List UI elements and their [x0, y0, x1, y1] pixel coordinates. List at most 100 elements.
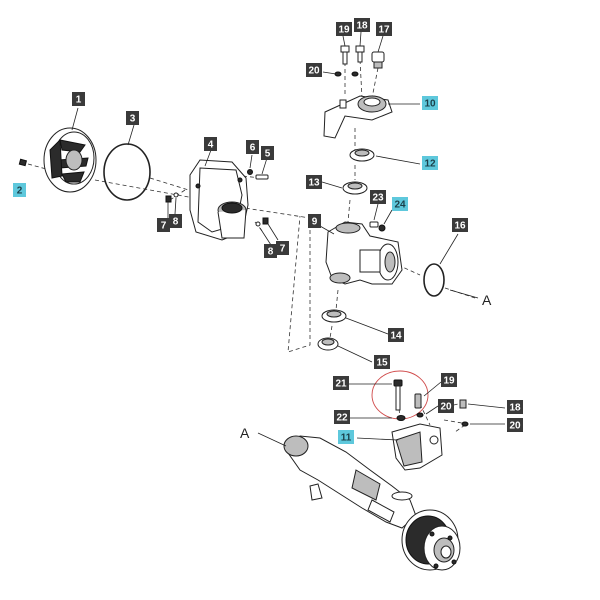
- bearing-12: [349, 148, 375, 162]
- callout-box: [388, 328, 404, 342]
- assembly-line: [94, 179, 206, 201]
- callout-c14: 14: [388, 328, 404, 342]
- washers-20-top: [334, 71, 359, 77]
- callout-number: 9: [312, 217, 318, 228]
- callout-number: 22: [336, 413, 348, 424]
- callout-number: 24: [394, 200, 406, 211]
- washer-20-right: [461, 421, 469, 427]
- callout-box: [422, 96, 438, 110]
- bolt-2: [18, 158, 28, 167]
- bearing-14: [321, 309, 347, 323]
- callout-number: 20: [308, 66, 320, 77]
- callout-number: 20: [440, 402, 452, 413]
- callout-box: [306, 175, 322, 189]
- callout-c7b: 7: [276, 241, 289, 255]
- callout-box: [370, 190, 386, 204]
- callout-box: [204, 137, 217, 151]
- callout-box: [452, 218, 468, 232]
- o-ring-16: [423, 263, 445, 297]
- callout-c20c: 20: [507, 418, 523, 432]
- callout-box: [169, 214, 182, 228]
- callout-number: 1: [76, 95, 82, 106]
- callout-c3: 3: [126, 111, 139, 125]
- reference-a-left: A: [240, 425, 250, 441]
- assembly-line: [224, 204, 311, 353]
- callout-c21: 21: [333, 376, 349, 390]
- assembly-line: [371, 67, 379, 99]
- callout-box: [157, 218, 170, 232]
- bracket-11: [391, 423, 443, 471]
- callout-number: 12: [424, 159, 436, 170]
- callout-box: [276, 241, 289, 255]
- callout-number: 7: [161, 221, 167, 232]
- axle-housing: [283, 435, 417, 529]
- callout-c18a: 18: [354, 18, 370, 32]
- housing-4: [189, 159, 249, 241]
- bolt-19-low: [414, 393, 422, 409]
- callout-box: [246, 140, 259, 154]
- washer-8b: [255, 221, 261, 227]
- callout-box: [354, 18, 370, 32]
- callout-c9: 9: [308, 214, 321, 228]
- callout-c18b: 18: [507, 400, 523, 414]
- callout-number: 10: [424, 99, 436, 110]
- callout-box: [72, 92, 85, 106]
- callout-box: [441, 373, 457, 387]
- assembly-line: [397, 264, 476, 299]
- callout-c8b: 8: [264, 244, 277, 258]
- callout-box: [126, 111, 139, 125]
- assembly-line: [27, 163, 51, 171]
- callout-c5: 5: [261, 146, 274, 160]
- callout-c4: 4: [204, 137, 217, 151]
- callout-number: 19: [338, 25, 350, 36]
- callout-c17: 17: [376, 22, 392, 36]
- bolt-7b: [262, 217, 269, 225]
- callout-c1: 1: [72, 92, 85, 106]
- callout-box: [507, 418, 523, 432]
- callout-number: 16: [454, 221, 466, 232]
- pin-23: [369, 221, 379, 228]
- assembly-line: [329, 325, 333, 339]
- callout-number: 4: [208, 140, 214, 151]
- wheel-hub: [401, 509, 461, 571]
- callout-number: 18: [356, 21, 368, 32]
- callout-c13: 13: [306, 175, 322, 189]
- callout-number: 6: [250, 143, 256, 154]
- callout-c24: 24: [392, 197, 408, 211]
- callout-number: 17: [378, 25, 390, 36]
- reference-a-right: A: [482, 292, 492, 308]
- bolt-7a: [165, 195, 172, 203]
- callout-box: [13, 183, 26, 197]
- callout-box: [392, 197, 408, 211]
- callout-number: 8: [268, 247, 274, 258]
- callout-box: [308, 214, 321, 228]
- callout-box: [306, 63, 322, 77]
- callout-number: 3: [130, 114, 136, 125]
- callout-box: [376, 22, 392, 36]
- assembly-line: [419, 403, 431, 426]
- callout-c20a: 20: [306, 63, 322, 77]
- callout-box: [334, 410, 350, 424]
- steering-arm-10: [323, 95, 393, 139]
- bolt-5: [255, 174, 269, 180]
- callout-number: 2: [17, 186, 23, 197]
- callout-number: 20: [509, 421, 521, 432]
- assembly-line: [149, 177, 196, 193]
- bearing-13: [342, 181, 368, 195]
- callout-box: [333, 376, 349, 390]
- callout-box: [438, 399, 454, 413]
- callout-number: 11: [341, 433, 352, 444]
- callout-number: 21: [335, 379, 347, 390]
- callout-box: [261, 146, 274, 160]
- assembly-line: [335, 289, 339, 311]
- callout-number: 7: [280, 244, 286, 255]
- callout-c2: 2: [13, 183, 26, 197]
- callout-box: [336, 22, 352, 36]
- bolt-19-top: [340, 45, 350, 65]
- callout-number: 5: [265, 149, 271, 160]
- callout-c16: 16: [452, 218, 468, 232]
- assembly-line: [359, 59, 363, 99]
